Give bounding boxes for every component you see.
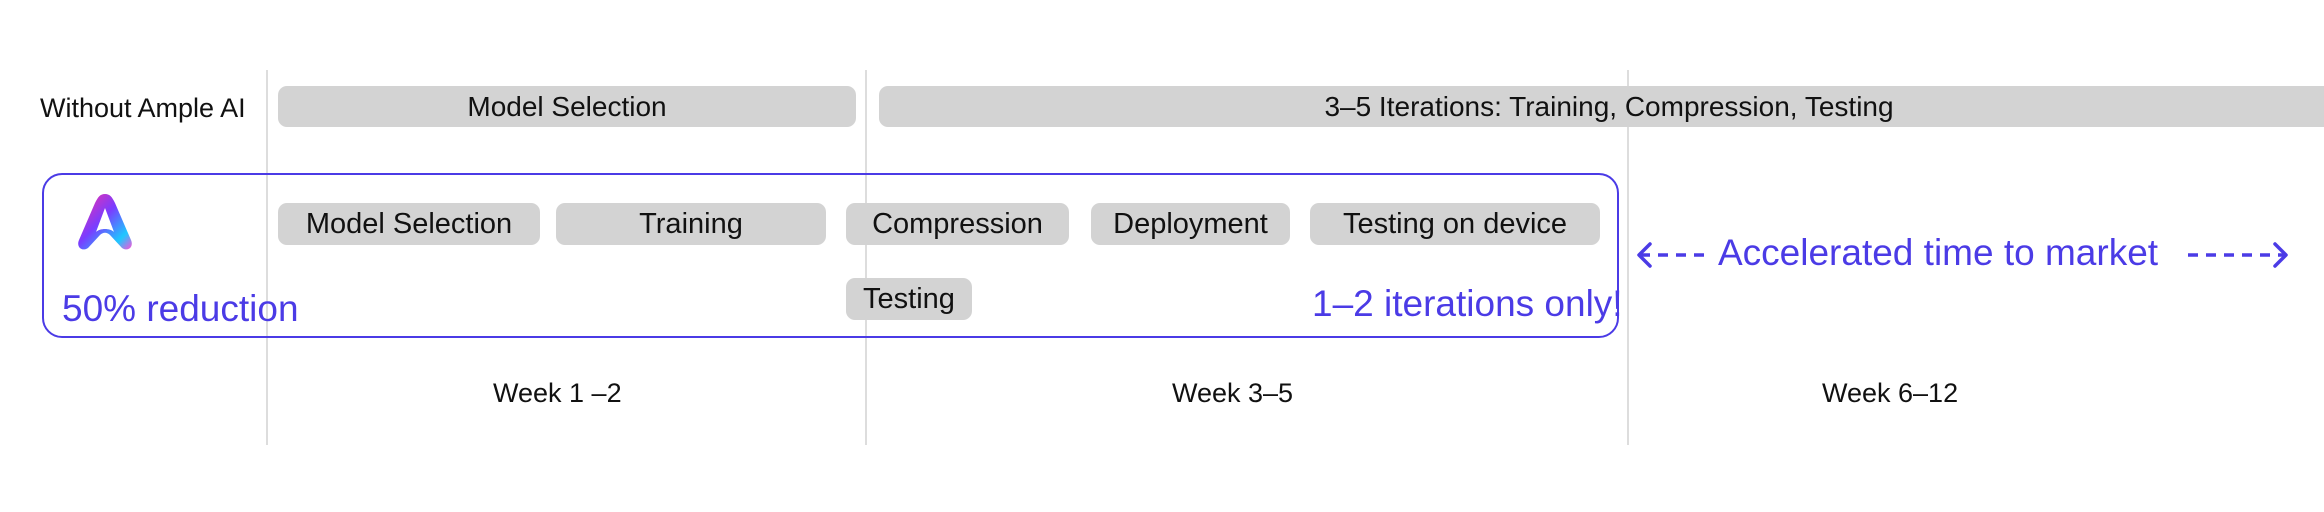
task-testing-on-device: Testing on device [1310,203,1600,245]
task-model-selection: Model Selection [278,203,540,245]
time-to-market-label: Accelerated time to market [1718,232,2159,273]
bar-model-selection-without: Model Selection [278,86,856,127]
reduction-label: 50% reduction [62,288,299,329]
week-divider-2 [865,70,867,445]
ample-ai-logo-icon [70,188,140,258]
task-testing: Testing [846,278,972,320]
arrow-right-icon [2188,242,2288,268]
week-divider-1 [266,70,268,445]
week-label-2: Week 3–5 [1172,378,1294,408]
task-training: Training [556,203,826,245]
week-label-1: Week 1 –2 [493,378,622,408]
bar-iterations-without: 3–5 Iterations: Training, Compression, T… [879,86,2324,127]
week-label-3: Week 6–12 [1822,378,1959,408]
week-divider-3 [1627,70,1629,445]
task-deployment: Deployment [1091,203,1290,245]
ample-ai-panel [42,173,1619,338]
row-label-without-ample: Without Ample AI [40,93,246,123]
task-compression: Compression [846,203,1069,245]
iterations-label: 1–2 iterations only! [1312,283,1623,324]
time-to-market-banner: Accelerated time to market [1636,222,2290,288]
arrow-left-icon [1637,242,1712,268]
